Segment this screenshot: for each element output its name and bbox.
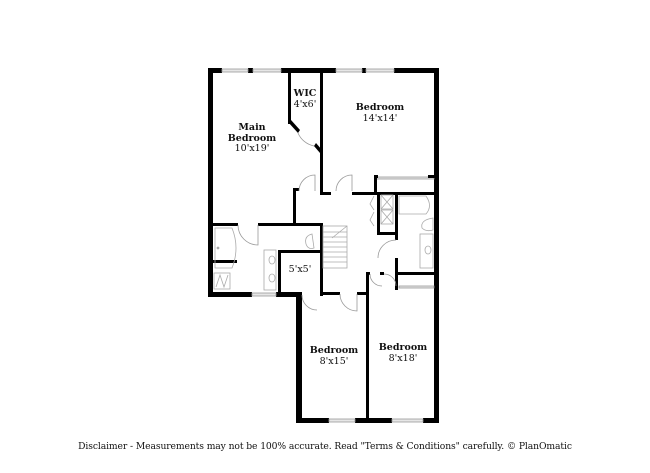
room-size: 5'x5' <box>288 264 312 275</box>
exterior-walls <box>208 68 439 423</box>
room-size: 10'x19' <box>234 143 270 154</box>
room-label-main-bedroom: Main Bedroom 10'x19' <box>227 122 277 155</box>
room-label-bedroom-8x15: Bedroom 8'x15' <box>309 345 359 367</box>
room-name: Bedroom <box>309 345 359 356</box>
room-size: 8'x18' <box>388 352 418 364</box>
windows <box>221 68 435 423</box>
room-name: Bedroom <box>378 342 428 353</box>
room-name: WIC <box>293 88 317 99</box>
room-label-closet-5x5: 5'x5' <box>288 264 312 276</box>
room-size: 14'x14' <box>362 112 398 124</box>
disclaimer-text: Disclaimer - Measurements may not be 100… <box>78 441 572 452</box>
room-size: 4'x6' <box>293 98 317 110</box>
interior-walls <box>208 68 436 422</box>
room-size: 8'x15' <box>319 355 349 367</box>
room-name: Main <box>238 122 266 133</box>
room-name: Bedroom <box>355 102 405 113</box>
fixtures <box>213 194 434 291</box>
room-label-bedroom-8x18: Bedroom 8'x18' <box>378 342 428 364</box>
room-label-wic: WIC 4'x6' <box>293 88 317 110</box>
room-name: Bedroom <box>227 132 277 144</box>
room-label-bedroom-14x14: Bedroom 14'x14' <box>355 102 405 124</box>
doors <box>237 132 397 312</box>
